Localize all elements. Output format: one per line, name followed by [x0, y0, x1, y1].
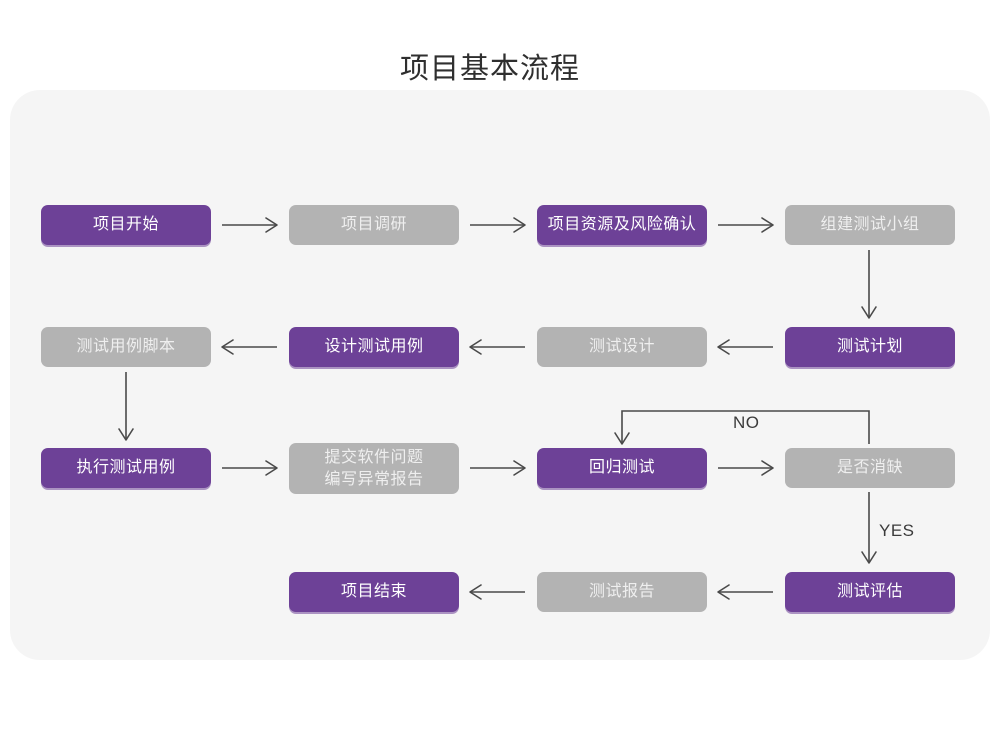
node-test-report[interactable]: 测试报告 [537, 572, 707, 612]
page-title: 项目基本流程 [399, 53, 580, 85]
node-defect-cleared[interactable]: 是否消缺 [785, 448, 955, 488]
node-test-evaluation[interactable]: 测试评估 [785, 572, 955, 612]
node-execute-test-case[interactable]: 执行测试用例 [41, 448, 211, 488]
node-test-case-script[interactable]: 测试用例脚本 [41, 327, 211, 367]
node-test-design[interactable]: 测试设计 [537, 327, 707, 367]
flowchart-card [10, 90, 990, 660]
edge-label-yes: YES [879, 521, 915, 540]
node-test-plan[interactable]: 测试计划 [785, 327, 955, 367]
node-build-test-team[interactable]: 组建测试小组 [785, 205, 955, 245]
node-project-end[interactable]: 项目结束 [289, 572, 459, 612]
node-project-research[interactable]: 项目调研 [289, 205, 459, 245]
node-submit-issue-report[interactable]: 提交软件问题 编写异常报告 [289, 443, 459, 494]
node-design-test-case[interactable]: 设计测试用例 [289, 327, 459, 367]
node-project-start[interactable]: 项目开始 [41, 205, 211, 245]
node-resource-risk-confirm[interactable]: 项目资源及风险确认 [537, 205, 707, 245]
edge-label-no: NO [733, 413, 760, 432]
node-regression-test[interactable]: 回归测试 [537, 448, 707, 488]
